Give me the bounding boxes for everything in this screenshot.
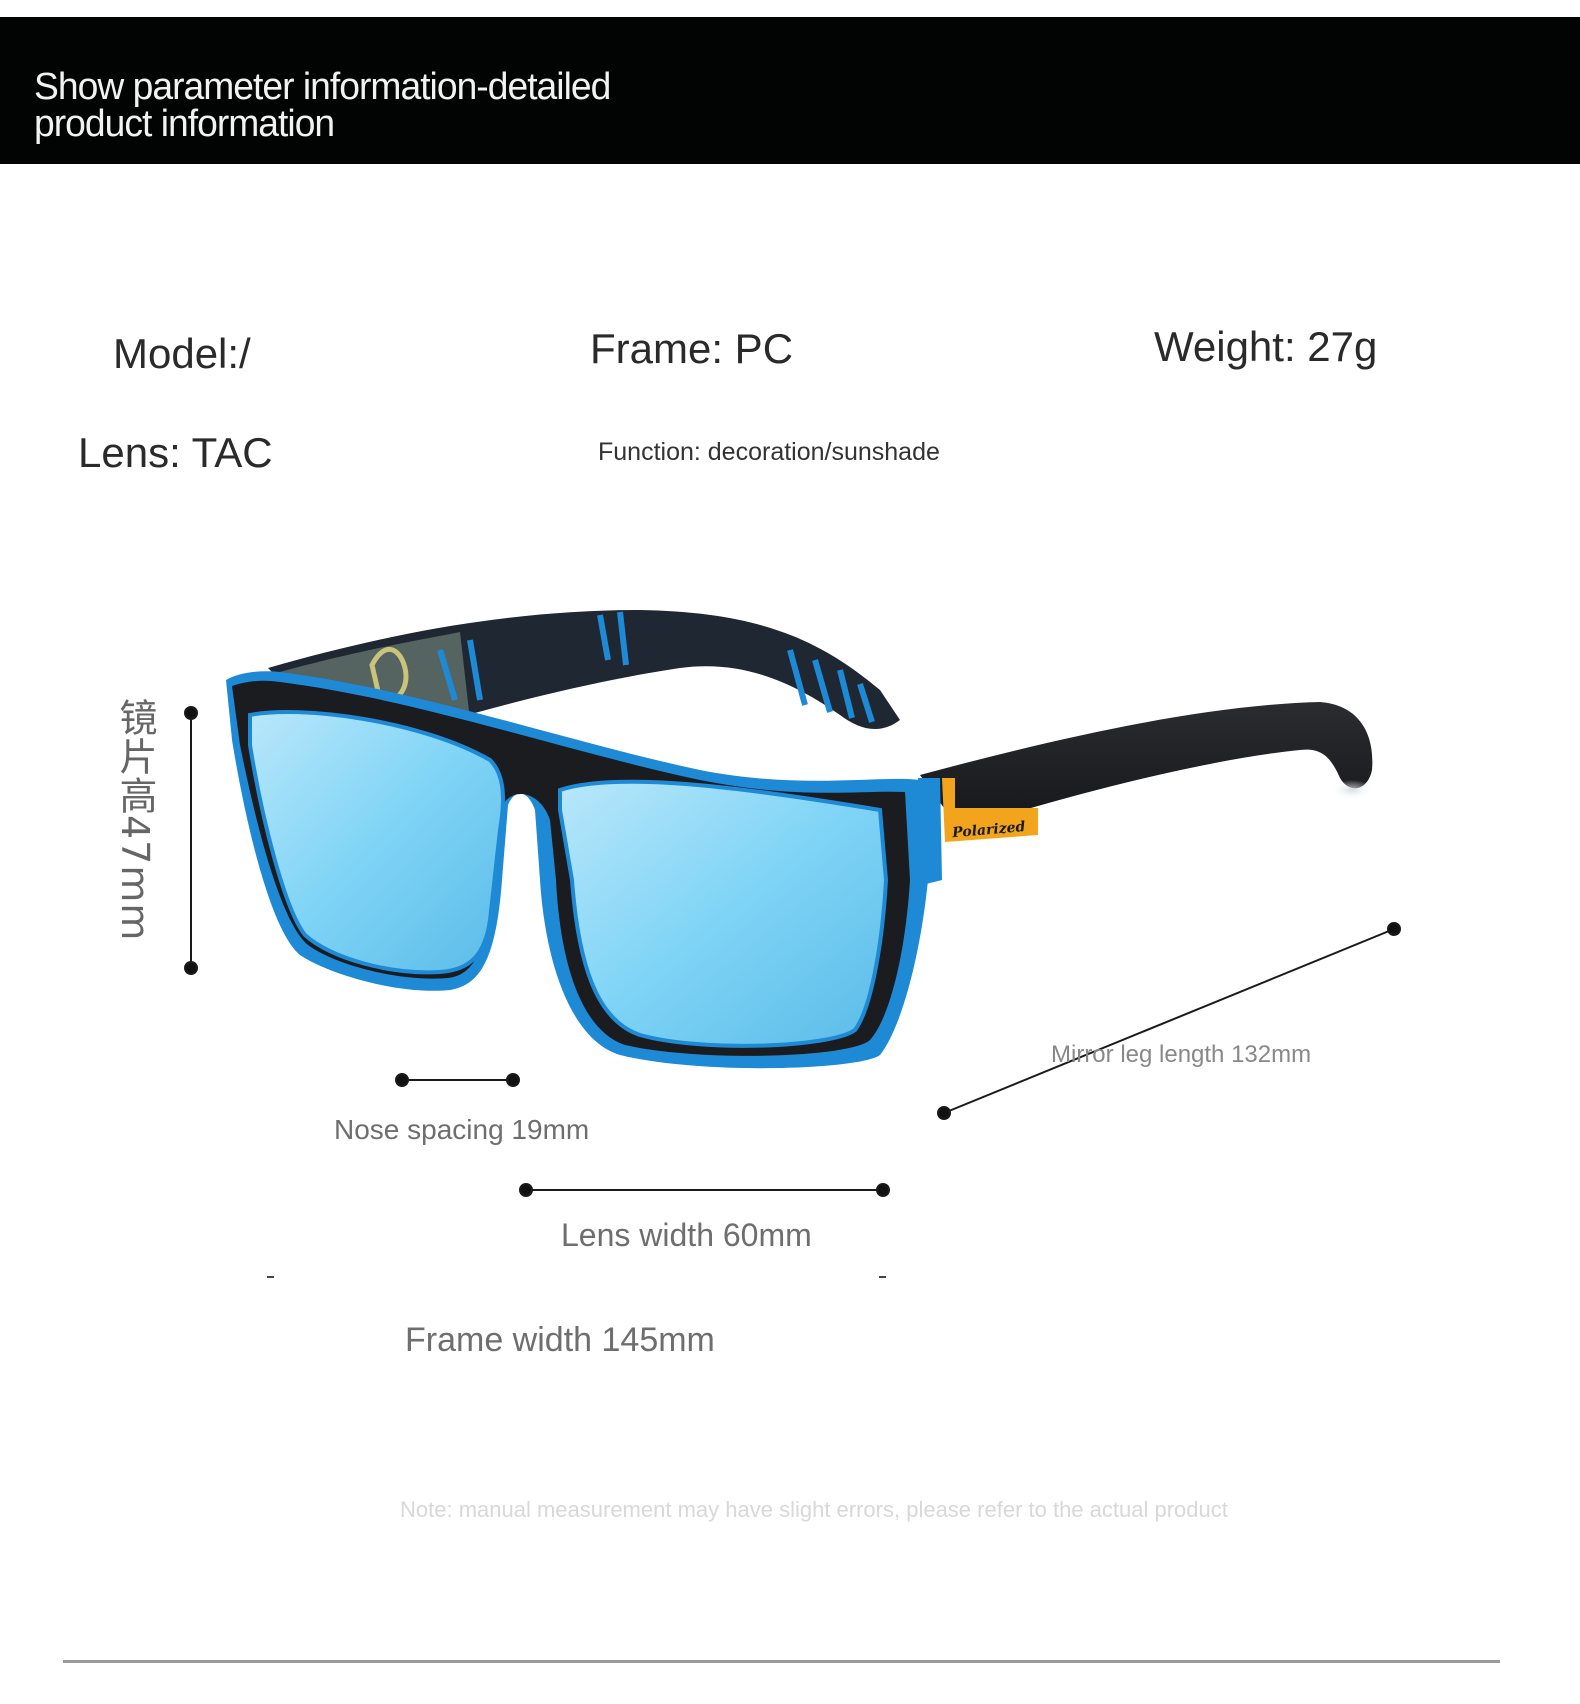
header-banner: Show parameter information-detailed prod… <box>0 17 1580 164</box>
measurement-note: Note: manual measurement may have slight… <box>400 1497 1228 1522</box>
temple-length-label: Mirror leg length 132mm <box>1051 1041 1312 1068</box>
frame-width-tick-right <box>879 1276 886 1278</box>
lens-height-label: 镜片高47mm <box>113 698 157 942</box>
spec-lens: Lens: TAC <box>78 429 273 476</box>
lens-height-dot-bottom <box>184 961 198 975</box>
spec-frame: Frame: PC <box>590 325 794 372</box>
temple-length-line <box>943 928 1395 1114</box>
polarized-badge: Polarized <box>951 819 1027 841</box>
lens-height-dot-top <box>184 706 198 720</box>
near-temple <box>920 702 1374 830</box>
lens-width-label: Lens width 60mm <box>561 1217 812 1253</box>
front-frame <box>226 671 1038 1069</box>
spec-function: Function: decoration/sunshade <box>598 438 940 466</box>
footer-divider <box>63 1660 1500 1663</box>
header-title-line2: product information <box>34 103 335 145</box>
header-title: Show parameter information-detailed prod… <box>34 66 611 145</box>
nose-spacing-label: Nose spacing 19mm <box>334 1114 590 1145</box>
spec-weight: Weight: 27g <box>1154 323 1378 370</box>
header-title-line1: Show parameter information-detailed <box>34 66 611 108</box>
frame-width-tick-left <box>267 1276 274 1278</box>
spec-model: Model:/ <box>113 330 251 377</box>
frame-width-label: Frame width 145mm <box>405 1321 715 1359</box>
